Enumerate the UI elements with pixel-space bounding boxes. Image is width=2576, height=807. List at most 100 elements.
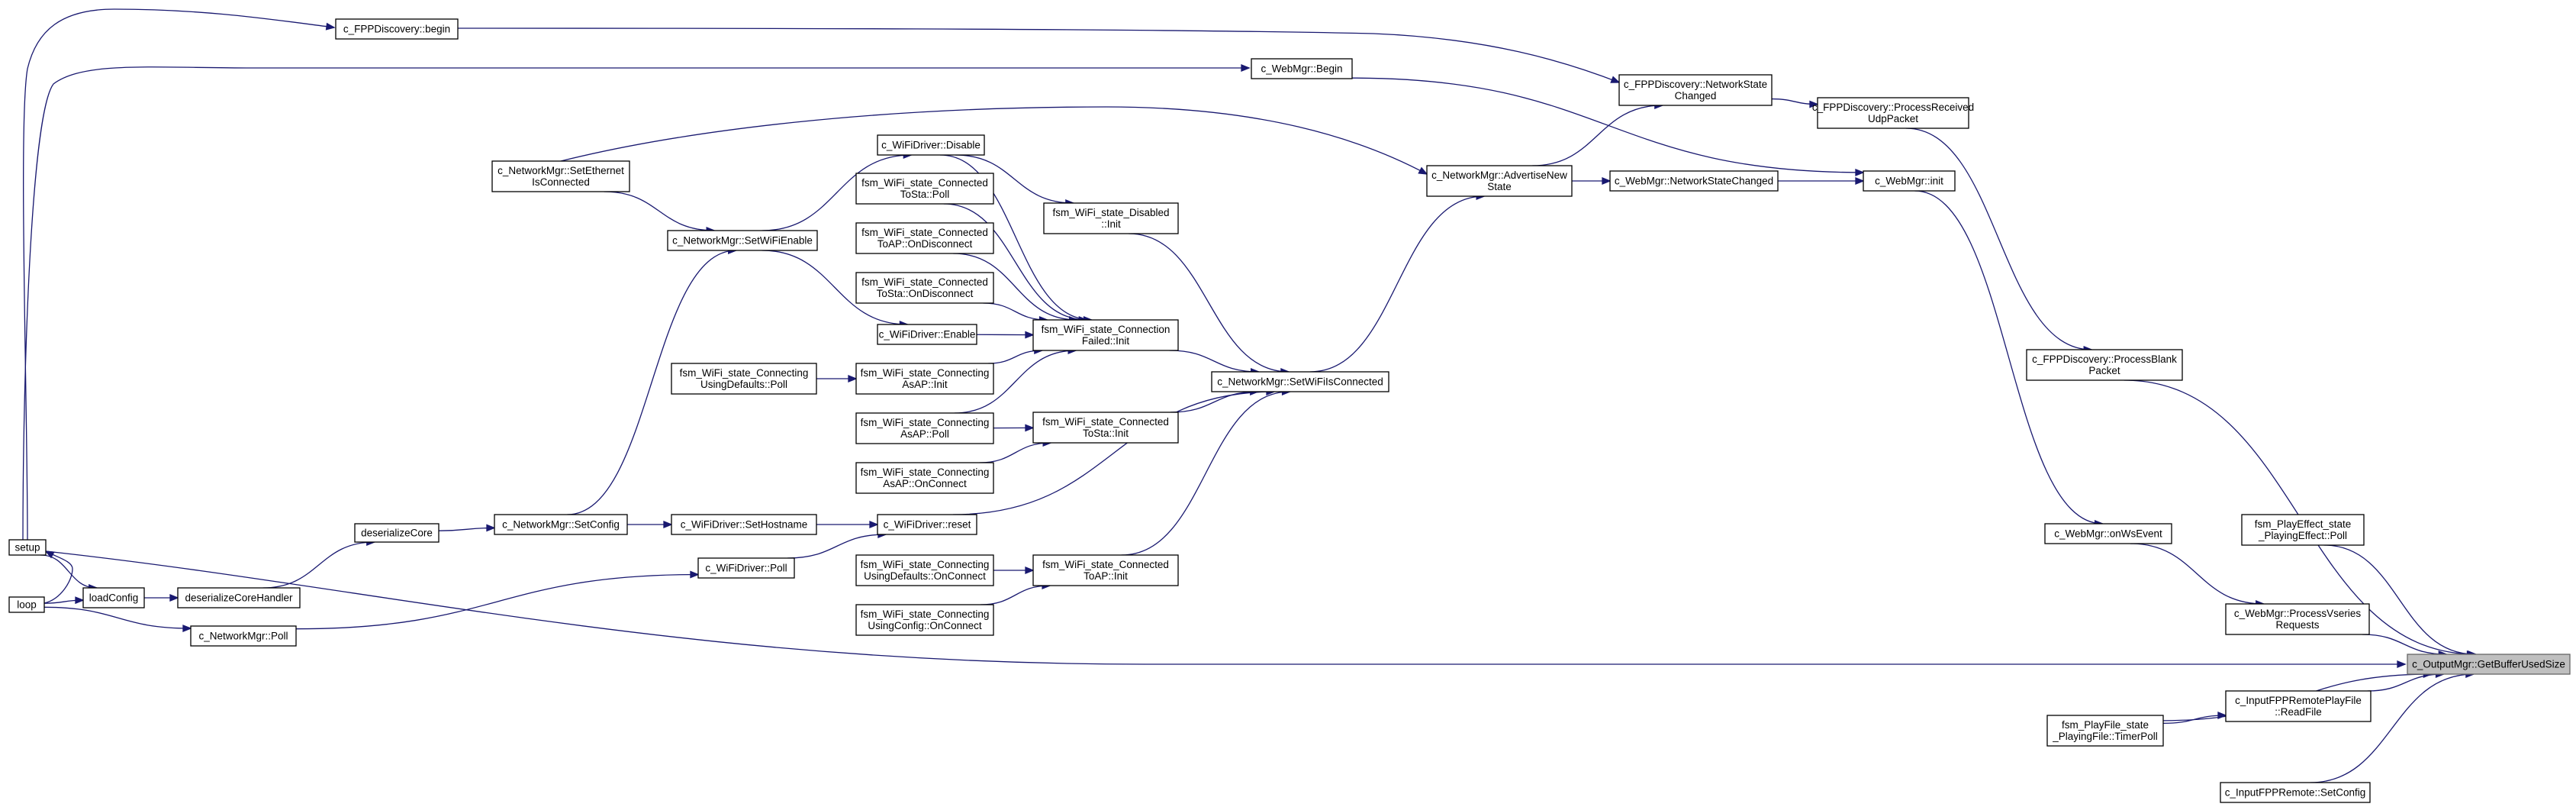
node-label: c_NetworkMgr::SetEthernet	[497, 165, 624, 176]
node-box	[8, 539, 47, 556]
node-label: IsConnected	[532, 176, 590, 188]
node-nm_poll[interactable]: c_NetworkMgr::Poll	[190, 625, 297, 647]
node-label: fsm_WiFi_state_Disabled	[1052, 207, 1169, 218]
node-fsm_cing_usingconfig_onconn[interactable]: fsm_WiFi_state_ConnectingUsingConfig::On…	[855, 604, 994, 636]
node-fsm_cing_usingdefaults_poll[interactable]: fsm_WiFi_state_ConnectingUsingDefaults::…	[671, 363, 817, 395]
node-box	[1251, 58, 1353, 79]
node-box	[877, 514, 977, 535]
node-box	[671, 363, 817, 395]
node-fsm_cing_usingdefaults_onconn[interactable]: fsm_WiFi_state_ConnectingUsingDefaults::…	[855, 554, 994, 586]
arrowhead	[1809, 100, 1819, 108]
node-label: Requests	[2275, 619, 2319, 631]
node-box	[1609, 170, 1779, 192]
edge-loop-to-setup	[43, 550, 73, 604]
node-box	[1032, 554, 1179, 586]
node-loop[interactable]: loop	[8, 596, 45, 613]
node-label: deserializeCore	[361, 528, 433, 539]
node-box	[2044, 523, 2172, 544]
node-ifpp_readfile[interactable]: c_InputFPPRemotePlayFile::ReadFile	[2225, 690, 2372, 722]
node-label: fsm_PlayEffect_state	[2255, 518, 2352, 530]
node-wd_poll[interactable]: c_WiFiDriver::Poll	[697, 557, 795, 579]
node-om_getbufferusedsize[interactable]: c_OutputMgr::GetBufferUsedSize	[2407, 654, 2571, 675]
edge-nm_advertise-to-fppd_netstatechanged	[1532, 102, 1664, 166]
node-box	[491, 160, 630, 192]
node-box	[494, 514, 628, 535]
node-fppd_netstatechanged[interactable]: c_FPPDiscovery::NetworkStateChanged	[1618, 74, 1773, 106]
node-label: _PlayingEffect::Poll	[2258, 530, 2347, 541]
node-nm_setwifienable[interactable]: c_NetworkMgr::SetWiFiEnable	[667, 230, 818, 251]
node-label: c_NetworkMgr::SetWiFiIsConnected	[1217, 376, 1383, 388]
node-label: State	[1487, 181, 1512, 192]
node-deserializeCore[interactable]: deserializeCore	[354, 523, 440, 543]
node-wm_init[interactable]: c_WebMgr::init	[1863, 170, 1956, 192]
edge-fsm_playeffect_poll-to-om_getbufferusedsize	[2323, 544, 2477, 658]
node-label: AsAP::Poll	[900, 428, 949, 440]
node-loadConfig[interactable]: loadConfig	[82, 587, 145, 608]
node-wd_reset[interactable]: c_WiFiDriver::reset	[877, 514, 977, 535]
node-label: fsm_PlayFile_state	[2062, 719, 2149, 731]
node-box	[2407, 654, 2571, 675]
node-wd_sethostname[interactable]: c_WiFiDriver::SetHostname	[671, 514, 817, 535]
node-fsm_conn_toap_ondisc[interactable]: fsm_WiFi_state_ConnectedToAP::OnDisconne…	[855, 222, 994, 254]
node-box	[2026, 349, 2183, 381]
node-label: c_NetworkMgr::SetConfig	[502, 519, 620, 531]
node-box	[877, 324, 977, 345]
node-box	[1211, 371, 1389, 392]
node-ifpp_setconfig[interactable]: c_InputFPPRemote::SetConfig	[2220, 782, 2371, 803]
node-label: fsm_WiFi_state_Connected	[1042, 559, 1169, 570]
node-label: fsm_WiFi_state_Connecting	[861, 367, 990, 379]
node-setup[interactable]: setup	[8, 539, 47, 556]
node-fsm_conn_tosta_ondisc[interactable]: fsm_WiFi_state_ConnectedToSta::OnDisconn…	[855, 272, 994, 304]
node-wm_begin[interactable]: c_WebMgr::Begin	[1251, 58, 1353, 79]
arrowhead	[869, 521, 879, 528]
node-label: Changed	[1675, 90, 1717, 102]
edges-layer	[22, 8, 2478, 783]
node-label: c_InputFPPRemotePlayFile	[2235, 695, 2362, 706]
node-box	[1817, 97, 1969, 129]
node-wm_netstatechanged[interactable]: c_WebMgr::NetworkStateChanged	[1609, 170, 1779, 192]
node-box	[855, 462, 994, 494]
edge-nm_poll-to-wd_poll	[295, 570, 700, 630]
node-fsm_playeffect_poll[interactable]: fsm_PlayEffect_state_PlayingEffect::Poll	[2241, 514, 2365, 546]
arrowhead	[1855, 168, 1865, 176]
edge-fsm_cing_asap_poll-to-fsm_conn_tosta_init	[993, 424, 1035, 432]
node-label: c_WiFiDriver::Enable	[879, 329, 976, 341]
node-label: AsAP::OnConnect	[883, 478, 967, 489]
node-nm_setconfig[interactable]: c_NetworkMgr::SetConfig	[494, 514, 628, 535]
node-wd_enable[interactable]: c_WiFiDriver::Enable	[877, 324, 977, 345]
arrowhead	[1025, 424, 1035, 432]
node-wd_disable[interactable]: c_WiFiDriver::Disable	[877, 134, 985, 156]
node-fsm_disabled_init[interactable]: fsm_WiFi_state_Disabled::Init	[1043, 202, 1179, 234]
edge-loop-to-loadConfig	[43, 596, 85, 605]
node-fppd_begin[interactable]: c_FPPDiscovery::begin	[335, 18, 459, 40]
node-deserializeCoreHandler[interactable]: deserializeCoreHandler	[177, 587, 301, 608]
node-box	[2225, 690, 2372, 722]
node-box	[8, 596, 45, 613]
node-box	[1426, 165, 1573, 197]
node-fsm_playfile_timerpoll[interactable]: fsm_PlayFile_state_PlayingFile::TimerPol…	[2046, 715, 2164, 747]
node-nm_setwifiisconnected[interactable]: c_NetworkMgr::SetWiFiIsConnected	[1211, 371, 1389, 392]
edge-nm_seteth-to-nm_advertise	[560, 106, 1428, 175]
node-label: ::ReadFile	[2275, 706, 2322, 718]
node-label: c_NetworkMgr::AdvertiseNew	[1431, 169, 1567, 181]
node-box	[855, 554, 994, 586]
edge-wd_poll-to-wd_reset	[787, 531, 887, 559]
node-label: loop	[17, 599, 37, 611]
node-label: c_WebMgr::init	[1875, 176, 1943, 187]
node-wm_onwsevent[interactable]: c_WebMgr::onWsEvent	[2044, 523, 2172, 544]
node-label: fsm_WiFi_state_Connected	[1042, 416, 1169, 428]
arrowhead	[75, 596, 85, 605]
node-label: deserializeCoreHandler	[185, 592, 293, 604]
